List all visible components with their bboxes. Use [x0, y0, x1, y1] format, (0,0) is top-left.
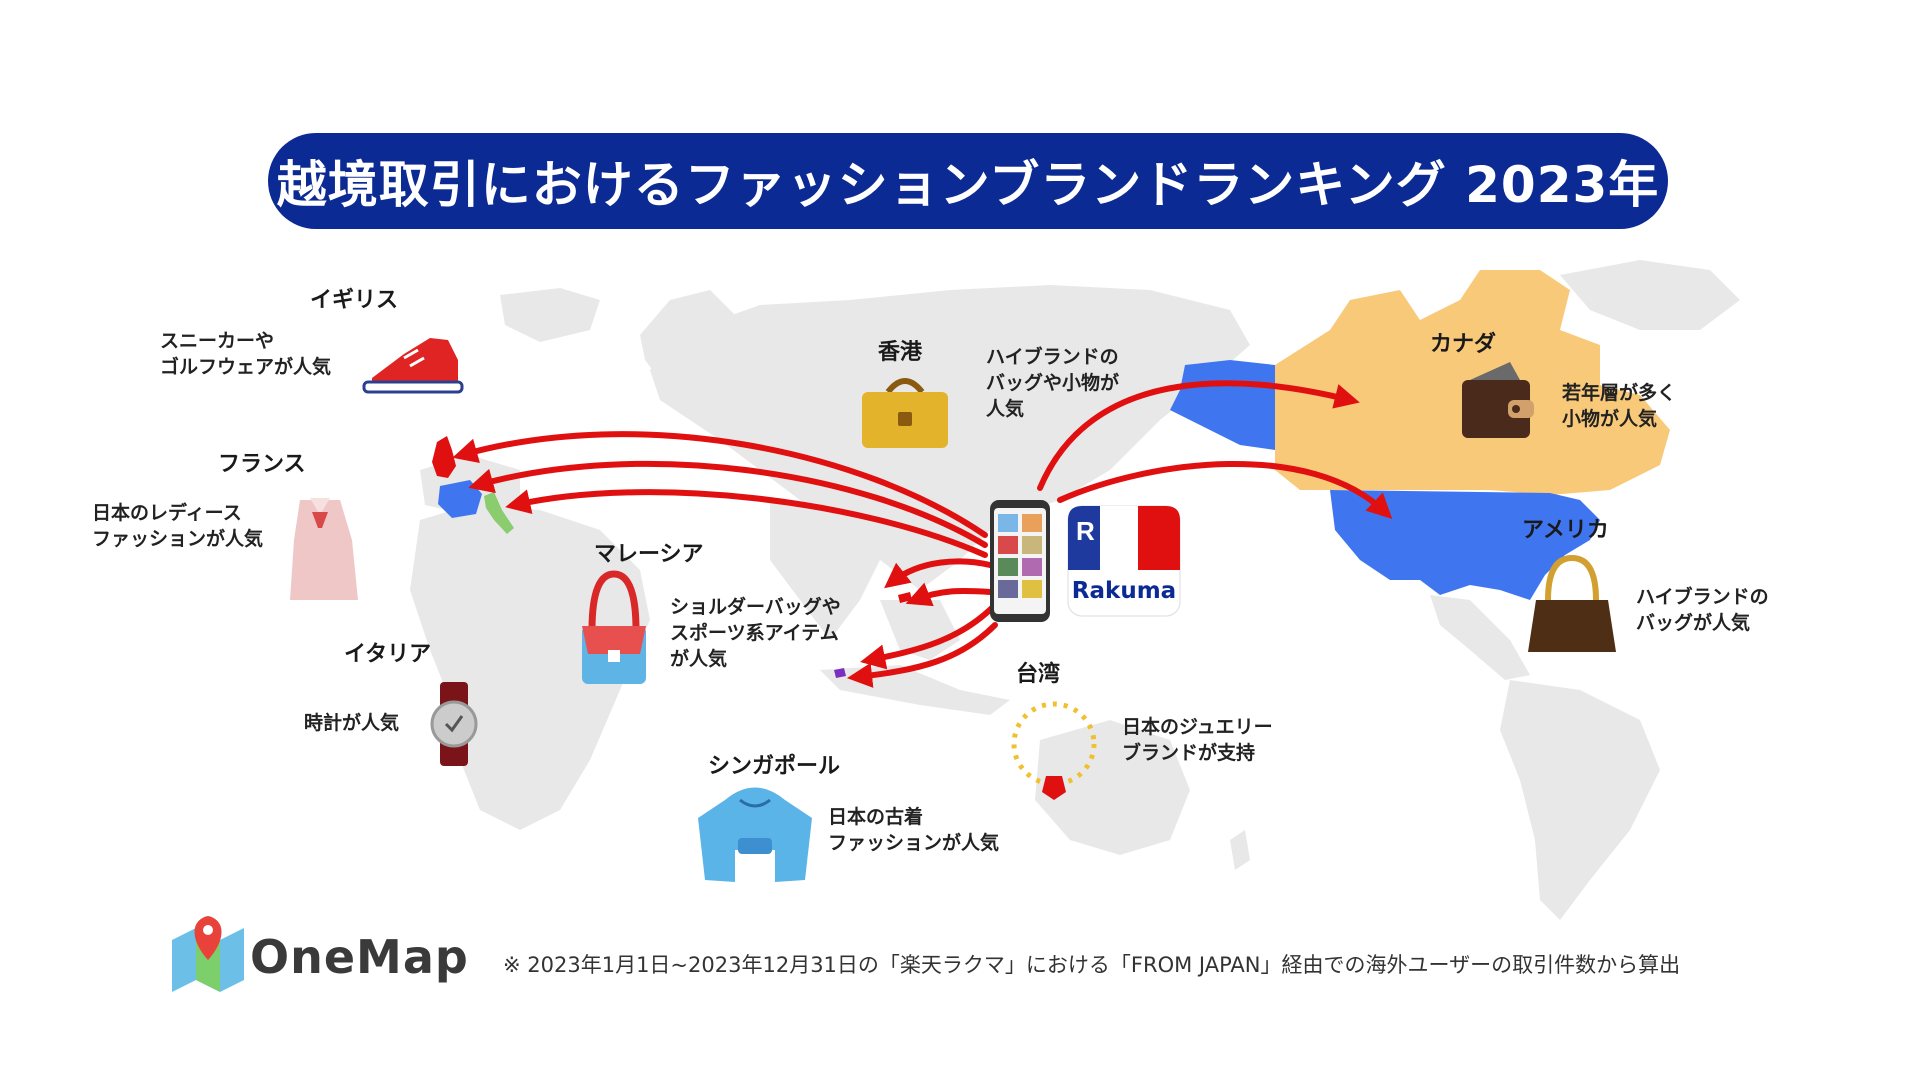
usa-region — [1330, 490, 1600, 600]
indonesia-land — [820, 665, 1010, 715]
italy-region — [484, 492, 514, 534]
arrow-to-france — [468, 460, 988, 548]
desc-italy: 時計が人気 — [304, 712, 400, 734]
title-banner: 越境取引におけるファッションブランドランキング 2023年 — [268, 133, 1668, 229]
desc-uk: スニーカーや ゴルフウェアが人気 — [160, 330, 332, 378]
arrow-to-malaysia — [860, 602, 998, 670]
asia-land — [650, 285, 1250, 590]
onemap-logo-icon — [172, 916, 244, 992]
arrow-to-uk — [452, 431, 988, 538]
desc-hongkong: ハイブランドの バッグや小物が 人気 — [986, 346, 1120, 420]
desc-singapore: 日本の古着 ファッションが人気 — [828, 806, 1000, 854]
country-label-singapore: シンガポール — [708, 754, 841, 779]
shoulder-bag-icon — [582, 570, 646, 684]
tote-bag-icon — [1528, 554, 1616, 652]
wallet-icon — [1462, 362, 1534, 438]
handbag-icon — [862, 378, 948, 448]
arrow-to-usa — [1057, 461, 1393, 519]
greenland-left-land — [500, 288, 600, 342]
onemap-logo-text: OneMap — [250, 930, 469, 984]
country-label-malaysia: マレーシア — [594, 542, 704, 567]
desc-malaysia: ショルダーバッグや スポーツ系アイテム が人気 — [670, 596, 841, 670]
singapore-region — [834, 668, 846, 678]
country-label-taiwan: 台湾 — [1016, 662, 1061, 687]
arrow-to-hongkong — [884, 558, 993, 589]
alaska-region — [1170, 360, 1275, 450]
desc-usa: ハイブランドの バッグが人気 — [1636, 586, 1769, 634]
dress-icon — [290, 498, 358, 600]
page-title: 越境取引におけるファッションブランドランキング 2023年 — [276, 156, 1660, 214]
south-america-land — [1500, 680, 1660, 920]
india-land — [770, 500, 880, 640]
country-label-usa: アメリカ — [1522, 518, 1609, 543]
southeast-asia-land — [880, 600, 960, 660]
country-label-canada: カナダ — [1430, 332, 1497, 357]
hoodie-icon — [698, 787, 812, 882]
arrow-to-canada — [1037, 380, 1360, 491]
desc-france: 日本のレディース ファッションが人気 — [92, 502, 264, 550]
necklace-icon — [1011, 701, 1097, 800]
smartphone-icon — [990, 500, 1050, 622]
country-label-hongkong: 香港 — [878, 340, 923, 365]
arrow-to-singapore — [846, 622, 998, 688]
footnote: ※ 2023年1月1日~2023年12月31日の「楽天ラクマ」における「FROM… — [503, 953, 1681, 977]
desc-canada: 若年層が多く 小物が人気 — [1562, 382, 1677, 430]
uk-region — [432, 436, 456, 478]
africa-land — [410, 505, 650, 830]
country-label-italy: イタリア — [344, 642, 432, 667]
central-america-land — [1430, 595, 1530, 680]
rakuma-logo-letter: R — [1076, 516, 1095, 546]
trade-arrows — [452, 380, 1393, 688]
japan-land — [960, 420, 990, 480]
greenland-right-land — [1560, 260, 1740, 330]
watch-icon — [430, 682, 478, 766]
arrow-to-italy — [505, 489, 988, 558]
rakuma-app-icon: R — [1067, 505, 1181, 617]
country-label-france: フランス — [218, 452, 306, 477]
australia-land — [1035, 720, 1190, 855]
rakuma-app-name: Rakuma — [1071, 578, 1177, 604]
country-label-uk: イギリス — [310, 288, 399, 313]
desc-taiwan: 日本のジュエリー ブランドが支持 — [1122, 716, 1273, 764]
sneaker-icon — [362, 338, 464, 394]
new-zealand-land — [1230, 830, 1250, 870]
arrow-to-taiwan — [905, 582, 993, 607]
